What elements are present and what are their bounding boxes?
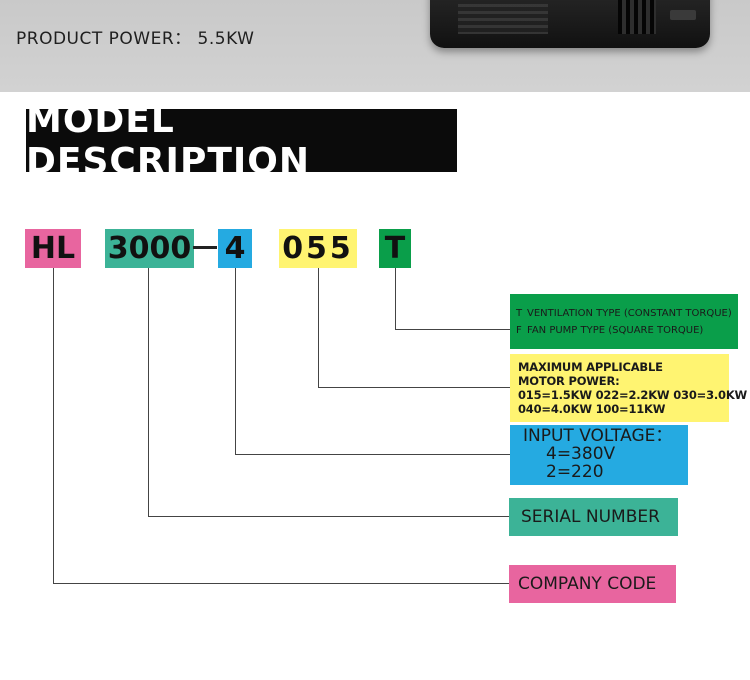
product-power-label: PRODUCT POWER： xyxy=(16,29,192,49)
code-series-box: 3000 xyxy=(105,229,194,268)
connector-type-horizontal xyxy=(395,329,510,330)
connector-serial-horizontal xyxy=(148,516,509,517)
product-banner: PRODUCT POWER： 5.5KW xyxy=(0,0,750,92)
connector-voltage-vertical xyxy=(235,268,236,455)
power-description-box: MAXIMUM APPLICABLE MOTOR POWER: 015=1.5K… xyxy=(510,354,748,422)
type-row-f: F FAN PUMP TYPE (SQUARE TORQUE) xyxy=(516,322,738,339)
connector-power-horizontal xyxy=(318,387,510,388)
voltage-description-box: INPUT VOLTAGE： 4=380V 2=220 xyxy=(510,425,688,485)
code-power-box: 055 xyxy=(279,229,357,268)
code-company-box: HL xyxy=(25,229,81,268)
product-power-text: PRODUCT POWER： 5.5KW xyxy=(16,24,254,49)
connector-voltage-horizontal xyxy=(235,454,510,455)
voltage-title: INPUT VOLTAGE： xyxy=(523,426,673,446)
inverter-device-image xyxy=(430,0,710,48)
device-warning-label xyxy=(458,4,548,34)
section-title: MODEL DESCRIPTION xyxy=(26,100,457,182)
connector-company-vertical xyxy=(53,268,54,584)
code-voltage-box: 4 xyxy=(218,229,252,268)
connector-type-vertical xyxy=(395,268,396,330)
type-text-t: VENTILATION TYPE (CONSTANT TORQUE) xyxy=(527,308,732,319)
code-separator-dash xyxy=(193,246,217,249)
power-line-4: 040=4.0KW 100=11KW xyxy=(518,402,666,416)
type-row-t: T VENTILATION TYPE (CONSTANT TORQUE) xyxy=(516,305,738,322)
power-line-2: MOTOR POWER: xyxy=(518,374,620,388)
company-code-label: COMPANY CODE xyxy=(509,565,676,603)
connector-power-vertical xyxy=(318,268,319,388)
type-description-box: T VENTILATION TYPE (CONSTANT TORQUE) F FAN… xyxy=(510,294,738,349)
voltage-option-380: 4=380V xyxy=(546,444,616,464)
voltage-option-220: 2=220 xyxy=(546,462,604,482)
type-key-t: T xyxy=(516,308,523,319)
power-line-3: 015=1.5KW 022=2.2KW 030=3.0KW xyxy=(518,388,748,402)
device-vent-grille xyxy=(618,0,656,34)
type-text-f: FAN PUMP TYPE (SQUARE TORQUE) xyxy=(527,325,704,336)
code-type-box: T xyxy=(379,229,411,268)
serial-number-label: SERIAL NUMBER xyxy=(509,498,678,536)
connector-company-horizontal xyxy=(53,583,509,584)
connector-serial-vertical xyxy=(148,268,149,517)
power-line-1: MAXIMUM APPLICABLE xyxy=(518,360,663,374)
type-key-f: F xyxy=(516,325,522,336)
product-power-value: 5.5KW xyxy=(197,29,255,49)
device-clip xyxy=(670,10,696,20)
